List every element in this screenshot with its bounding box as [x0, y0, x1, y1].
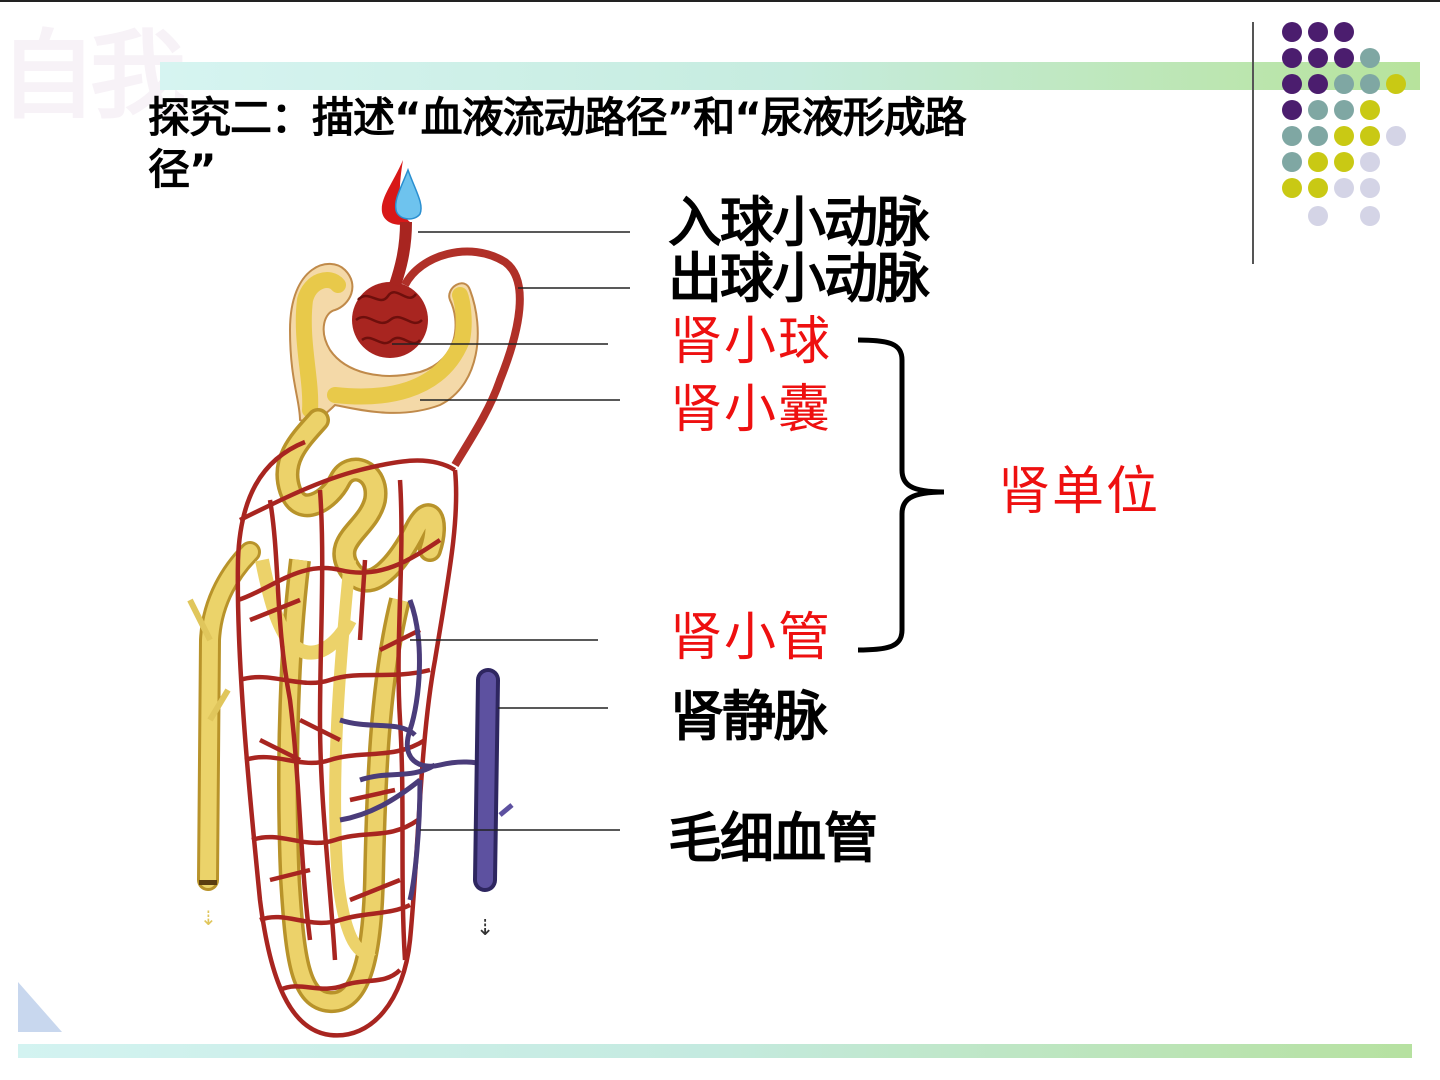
dot: [1360, 178, 1380, 198]
dot: [1360, 74, 1380, 94]
dot: [1308, 22, 1328, 42]
label-afferent-arteriole: 入球小动脉: [668, 191, 930, 254]
collecting-duct: [187, 541, 261, 891]
corner-triangle-decoration: [18, 982, 62, 1032]
blood-flow-arrow: ⇣: [476, 916, 494, 941]
dot: [1308, 152, 1328, 172]
title-line-1: 探究二：描述“血液流动路径”和“尿液形成路: [148, 93, 967, 142]
dot: [1308, 126, 1328, 146]
dot: [1334, 48, 1354, 68]
dot: [1282, 126, 1302, 146]
label-renal-tubule: 肾小管: [670, 608, 833, 668]
watermark: 自我: [0, 20, 186, 132]
urine-flow-arrow: ⇣: [200, 906, 217, 930]
dot: [1334, 74, 1354, 94]
dot: [1334, 100, 1354, 120]
slide-title: 探究二：描述“血液流动路径”和“尿液形成路 径”: [148, 92, 1178, 196]
dot: [1308, 100, 1328, 120]
dot: [1282, 48, 1302, 68]
dot: [1308, 74, 1328, 94]
dot: [1334, 178, 1354, 198]
dot: [1308, 48, 1328, 68]
dot: [1308, 206, 1328, 226]
top-border-line: [0, 0, 1440, 2]
afferent-arteriole: [389, 221, 412, 287]
dot: [1360, 152, 1380, 172]
dot: [1334, 126, 1354, 146]
label-glomerulus: 肾小球: [670, 312, 833, 372]
dot: [1308, 178, 1328, 198]
dot: [1360, 206, 1380, 226]
label-renal-capsule: 肾小囊: [670, 380, 833, 440]
dot: [1282, 74, 1302, 94]
dot: [1360, 100, 1380, 120]
dot: [1360, 48, 1380, 68]
dot: [1282, 178, 1302, 198]
label-capillaries: 毛细血管: [668, 807, 878, 870]
bottom-decorative-band: [18, 1044, 1412, 1058]
loop-of-henle: [255, 558, 411, 1013]
proximal-tubule: [275, 408, 446, 593]
glomerulus: [352, 282, 428, 358]
label-efferent-arteriole: 出球小动脉: [668, 247, 930, 310]
blood-drop-icon: [381, 160, 422, 225]
dot: [1386, 74, 1406, 94]
efferent-arteriole: [401, 247, 524, 468]
dot: [1360, 126, 1380, 146]
capillary-network: [235, 439, 459, 1038]
title-line-2: 径”: [148, 145, 217, 194]
leader-lines: [392, 231, 630, 831]
vertical-divider: [1252, 22, 1254, 264]
dot: [1386, 126, 1406, 146]
dot: [1282, 152, 1302, 172]
renal-capsule: [288, 262, 479, 423]
dot: [1282, 100, 1302, 120]
dot: [1282, 22, 1302, 42]
renal-vein: [473, 668, 514, 892]
label-nephron: 肾单位: [998, 462, 1161, 522]
dot: [1334, 22, 1354, 42]
dot: [1334, 152, 1354, 172]
label-renal-vein: 肾静脉: [670, 685, 828, 748]
venule-network: [339, 599, 489, 901]
top-decorative-band: [160, 62, 1420, 90]
nephron-brace: [857, 337, 945, 653]
